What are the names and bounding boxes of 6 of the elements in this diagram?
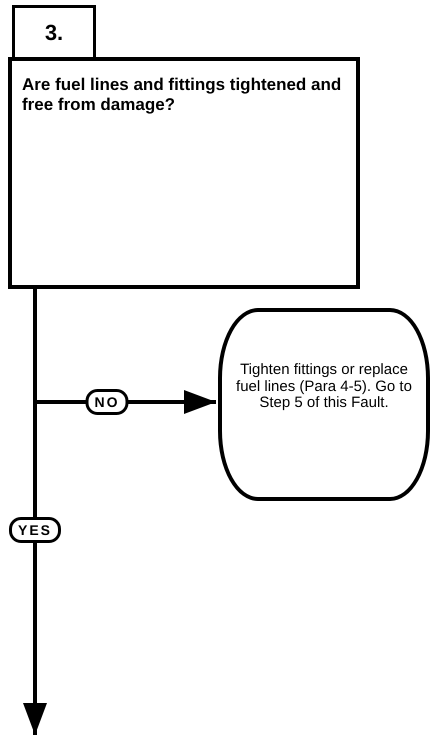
edge-label: YES (9, 517, 61, 543)
arrow (23, 289, 47, 735)
action-box: Tighten fittings or replace fuel lines (Para 4-5). Go to Step 5 of this Fault. (218, 308, 430, 501)
edge-label: NO (86, 389, 128, 415)
step-number-tab: 3. (12, 5, 96, 57)
question-box: Are fuel lines and fittings tightened and free from damage? (8, 57, 360, 289)
